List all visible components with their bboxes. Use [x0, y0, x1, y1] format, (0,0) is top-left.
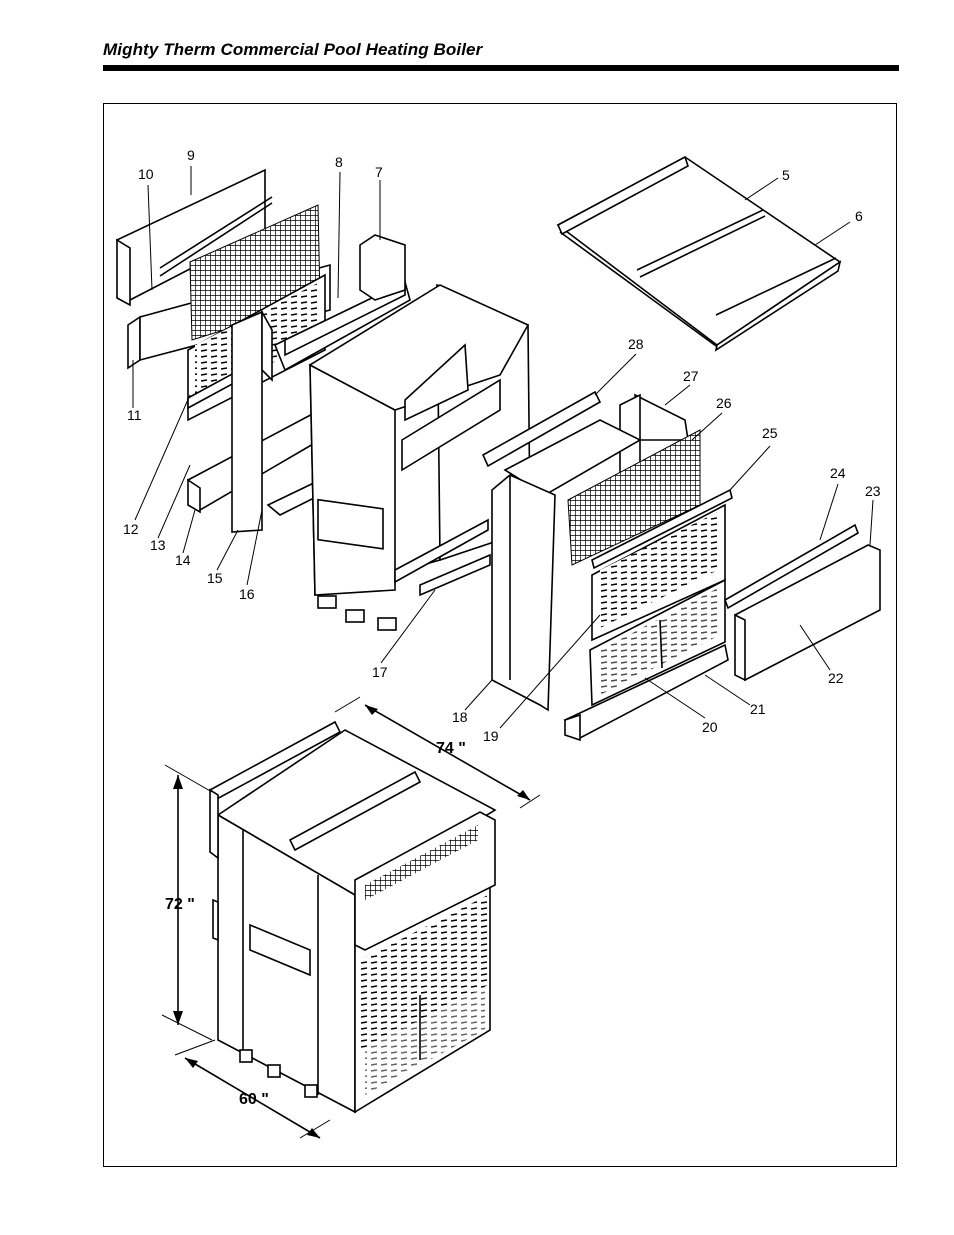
part-25-rail: [591, 488, 733, 570]
dimension-74: [334, 696, 541, 809]
leader-lines: [132, 166, 874, 729]
label-25: 25: [762, 425, 778, 441]
label-11: 11: [127, 407, 142, 423]
part-28-top-rail: [481, 390, 602, 468]
label-24: 24: [830, 465, 846, 481]
label-16: 16: [239, 586, 255, 602]
label-21: 21: [750, 701, 766, 717]
part-24-rail: [724, 523, 859, 610]
part-15-side-panel: [231, 308, 273, 533]
dimension-label-60: 60 ": [239, 1091, 269, 1108]
top-panel: [556, 155, 842, 352]
part-21-base-rail: [563, 643, 729, 742]
diagram-frame: [103, 103, 897, 1167]
part-7-bracket: [359, 234, 406, 301]
assembled-unit: [208, 720, 497, 1114]
label-18: 18: [452, 709, 468, 725]
part-18-side-panel: [491, 474, 556, 712]
label-28: 28: [628, 336, 644, 352]
label-26: 26: [716, 395, 732, 411]
label-19: 19: [483, 728, 499, 744]
label-9: 9: [187, 147, 195, 163]
label-17: 17: [372, 664, 388, 680]
label-23: 23: [865, 483, 881, 499]
label-13: 13: [150, 537, 166, 553]
label-22: 22: [828, 670, 844, 686]
header-rule: [103, 65, 899, 71]
dimension-labels: 74 " 72 " 60 ": [165, 740, 466, 1108]
label-12: 12: [123, 521, 139, 537]
part-20-access-panel: [589, 578, 726, 707]
dimension-label-74: 74 ": [436, 740, 466, 757]
label-27: 27: [683, 368, 699, 384]
label-7: 7: [375, 164, 383, 180]
label-6: 6: [855, 208, 863, 224]
label-5: 5: [782, 167, 790, 183]
label-20: 20: [702, 719, 718, 735]
dimension-60: [174, 1039, 331, 1139]
dimension-label-72: 72 ": [165, 896, 195, 913]
page-title: Mighty Therm Commercial Pool Heating Boi…: [103, 40, 483, 59]
label-10: 10: [138, 166, 154, 182]
part-labels: 5 6 7 8 9 10 11 12 13 14 15 16 17 18 19 …: [123, 147, 881, 744]
label-14: 14: [175, 552, 191, 568]
label-15: 15: [207, 570, 223, 586]
dimension-72: [161, 764, 213, 1041]
main-cabinet: [308, 283, 531, 631]
part-22-23-front-panel: [734, 544, 881, 682]
label-8: 8: [335, 154, 343, 170]
